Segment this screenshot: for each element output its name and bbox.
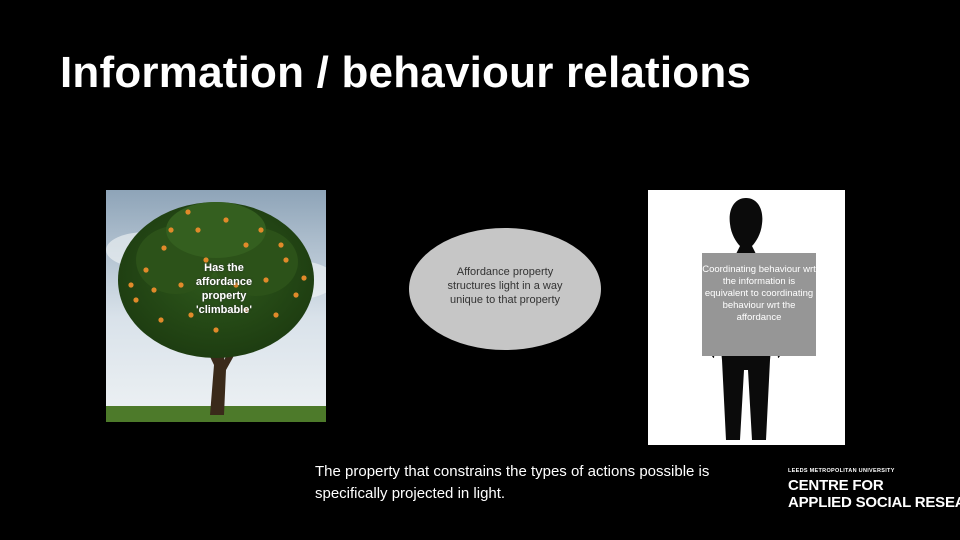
tree-label: Has the affordance property 'climbable'	[195, 262, 253, 316]
slide-title: Information / behaviour relations	[60, 48, 752, 97]
logo-university: LEEDS METROPOLITAN UNIVERSITY	[788, 468, 895, 474]
slide-caption: The property that constrains the types o…	[315, 463, 710, 502]
logo-line-1: CENTRE FOR	[788, 476, 884, 494]
person-label: Coordinating behaviour wrt the informati…	[702, 253, 816, 356]
logo-line-2: APPLIED SOCIAL RESEARCH	[788, 493, 960, 511]
affordance-ellipse: Affordance property structures light in …	[409, 228, 601, 350]
tree-image	[106, 190, 326, 422]
ellipse-text: Affordance property structures light in …	[447, 266, 563, 306]
organization-logo: LEEDS METROPOLITAN UNIVERSITY CENTRE FOR…	[788, 468, 960, 512]
